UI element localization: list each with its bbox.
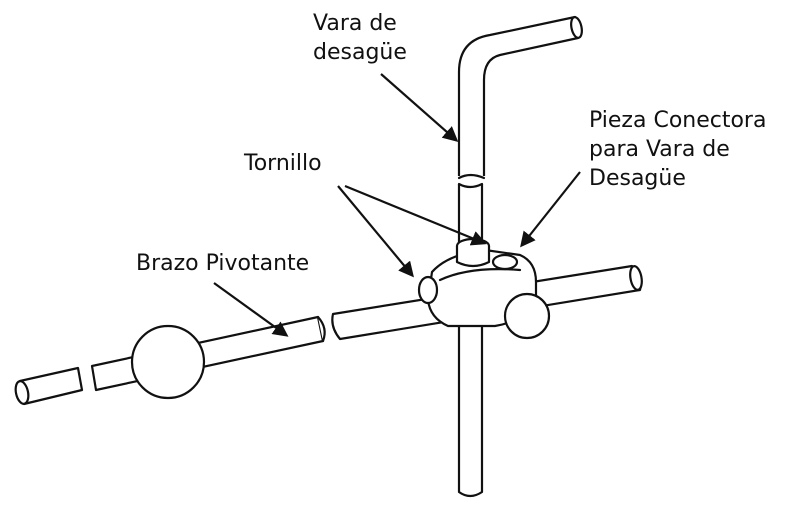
- leader-drain-rod: [380, 73, 459, 143]
- pivot-arm-left-segment: [14, 366, 84, 406]
- connector-end-cap: [503, 292, 551, 340]
- leader-connector: [520, 171, 581, 248]
- connector-screw-head: [417, 275, 439, 305]
- drain-rod-lower: [457, 179, 484, 498]
- label-connector: Pieza Conectora para Vara de Desagüe: [589, 108, 773, 191]
- pivot-ball: [130, 324, 206, 400]
- pivot-arm-ball-segment: [90, 315, 326, 400]
- label-screw: Tornillo: [243, 151, 322, 176]
- label-pivot-arm: Brazo Pivotante: [136, 251, 309, 276]
- label-drain-rod: Vara de desagüe: [313, 11, 407, 65]
- drain-rod-break: [455, 176, 488, 184]
- leader-screw-top: [344, 184, 487, 246]
- drain-rod-upper: [457, 15, 583, 180]
- leader-screw-left: [337, 185, 414, 278]
- leader-pivot-arm: [213, 282, 289, 337]
